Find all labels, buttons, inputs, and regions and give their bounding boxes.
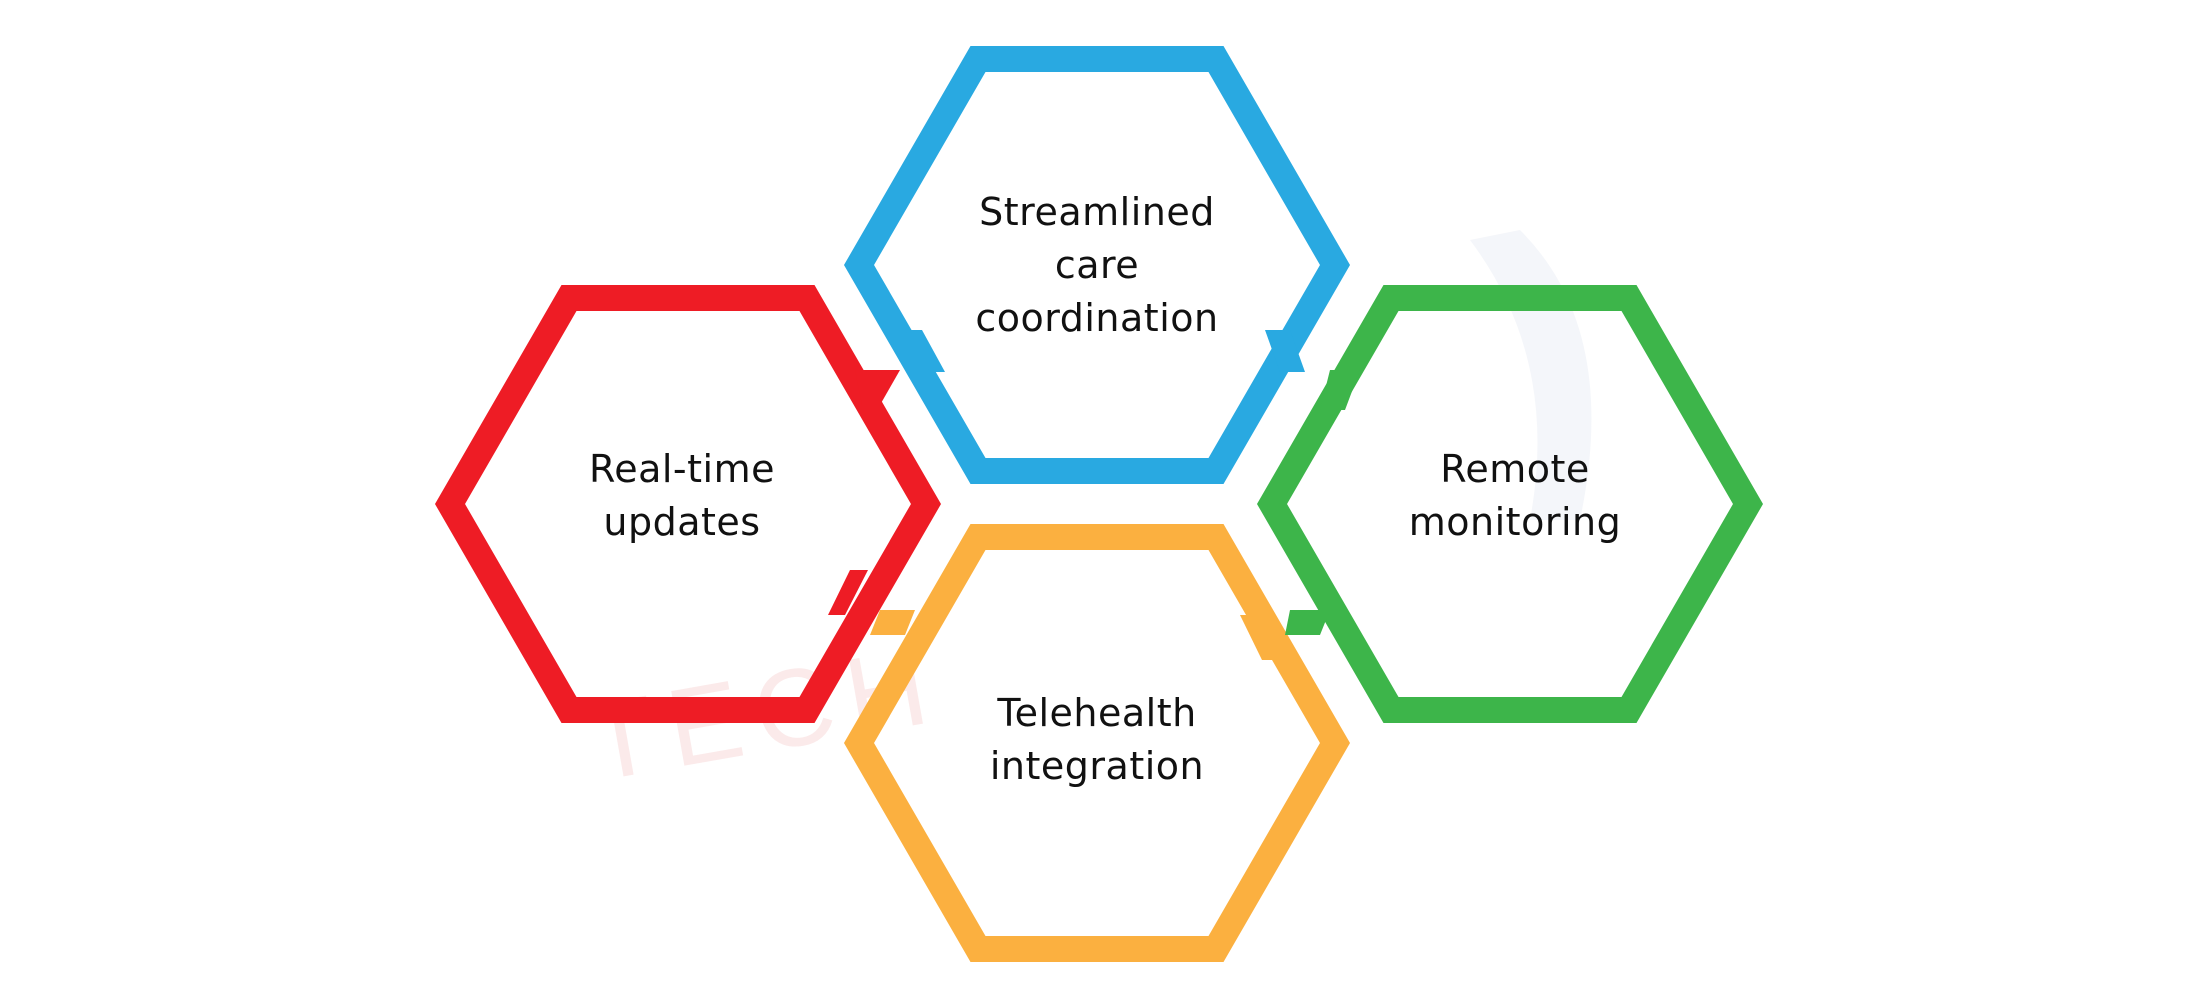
connector-orange-green [1240,615,1280,660]
label-line: integration [989,744,1205,788]
label-line: Real-time [589,447,775,491]
connector-green-blue [1320,370,1360,410]
label-telehealth: Telehealth integration [927,687,1267,793]
hexagon-remote [1256,285,1764,723]
label-streamlined: Streamlined care coordination [927,186,1267,345]
connector-red-orange [828,570,868,615]
label-line: Remote [1440,447,1590,491]
label-line: coordination [975,296,1219,340]
label-line: monitoring [1408,500,1622,544]
label-line: Streamlined [979,190,1215,234]
connector-blue-red [905,330,945,372]
hexagon-streamlined [843,46,1351,484]
hexagon-realtime [434,285,942,723]
label-line: Telehealth [997,691,1197,735]
label-line: updates [603,500,761,544]
label-remote: Remote monitoring [1345,443,1685,549]
connector-blue-green [1265,330,1305,372]
connector-green-orange [1285,610,1330,635]
label-line: care [1054,243,1140,287]
hexagon-telehealth [843,524,1351,962]
label-realtime: Real-time updates [512,443,852,549]
connector-red-blue [855,370,900,405]
connector-orange-red [870,610,915,635]
